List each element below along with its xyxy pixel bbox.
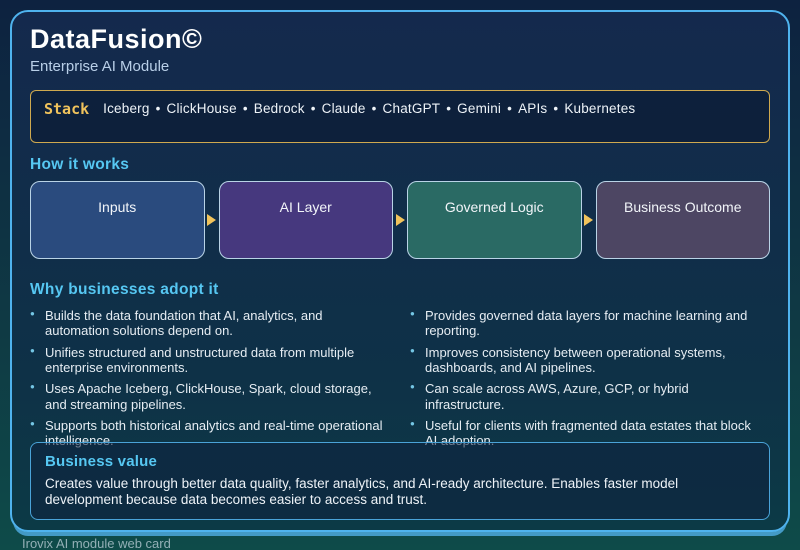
flow-step-ai-layer: AI Layer	[218, 181, 393, 259]
adoption-bullet: Can scale across AWS, Azure, GCP, or hyb…	[410, 381, 764, 412]
datafusion-card: DataFusion© Enterprise AI Module Stack I…	[10, 10, 790, 532]
business-value-body: Creates value through better data qualit…	[45, 476, 679, 508]
flow-step-business-outcome: Business Outcome	[595, 181, 770, 259]
how-it-works-heading: How it works	[30, 156, 130, 173]
stack-item: Iceberg	[103, 101, 150, 116]
stack-separator: •	[242, 101, 248, 116]
stack-item: Gemini	[457, 101, 502, 116]
flow-arrow-icon	[205, 181, 219, 259]
stack-box: Stack Iceberg • ClickHouse • Bedrock • Claude •…	[30, 90, 770, 143]
business-value-heading: Business value	[45, 453, 158, 470]
flow-step-label: Governed Logic	[444, 199, 544, 215]
card-title: DataFusion©	[30, 24, 203, 54]
stack-item: ClickHouse	[166, 101, 237, 116]
adoption-bullet: Uses Apache Iceberg, ClickHouse, Spark, …	[30, 381, 384, 412]
stack-label: Stack	[44, 100, 90, 118]
adoption-bullet: Provides governed data layers for machin…	[410, 308, 764, 339]
flow-arrow-icon	[393, 181, 407, 259]
adoption-bullet: Unifies structured and unstructured data…	[30, 345, 384, 376]
card-subtitle: Enterprise AI Module	[30, 58, 170, 75]
adoption-bullet: Builds the data foundation that AI, anal…	[30, 308, 384, 339]
stack-item: APIs	[518, 101, 548, 116]
stack-separator: •	[553, 101, 559, 116]
footer-caption: Irovix AI module web card	[22, 536, 171, 550]
business-value-box: Business value Creates value through bet…	[30, 442, 770, 520]
adoption-list-right: Provides governed data layers for machin…	[410, 308, 764, 455]
stack-item: Bedrock	[253, 101, 305, 116]
adoption-heading: Why businesses adopt it	[30, 281, 219, 298]
flow-step-label: Business Outcome	[624, 199, 742, 215]
stack-item: ChatGPT	[382, 101, 441, 116]
flow-step-inputs: Inputs	[30, 181, 205, 259]
flow-diagram: Inputs AI Layer Governed Logic Business Out…	[30, 181, 770, 259]
stack-item: Claude	[321, 101, 366, 116]
adoption-columns: Builds the data foundation that AI, anal…	[30, 308, 770, 455]
flow-step-governed-logic: Governed Logic	[407, 181, 582, 259]
flow-step-label: AI Layer	[279, 199, 332, 215]
stack-separator: •	[446, 101, 452, 116]
stack-separator: •	[155, 101, 161, 116]
stack-item: Kubernetes	[564, 101, 636, 116]
stack-items-list: Iceberg • ClickHouse • Bedrock • Claude • ChatGP…	[103, 100, 635, 116]
flow-step-label: Inputs	[98, 199, 137, 215]
adoption-bullet: Improves consistency between operational…	[410, 345, 764, 376]
flow-arrow-icon	[582, 181, 596, 259]
stack-separator: •	[371, 101, 377, 116]
stack-separator: •	[507, 101, 513, 116]
adoption-list-left: Builds the data foundation that AI, anal…	[30, 308, 384, 455]
stack-separator: •	[310, 101, 316, 116]
